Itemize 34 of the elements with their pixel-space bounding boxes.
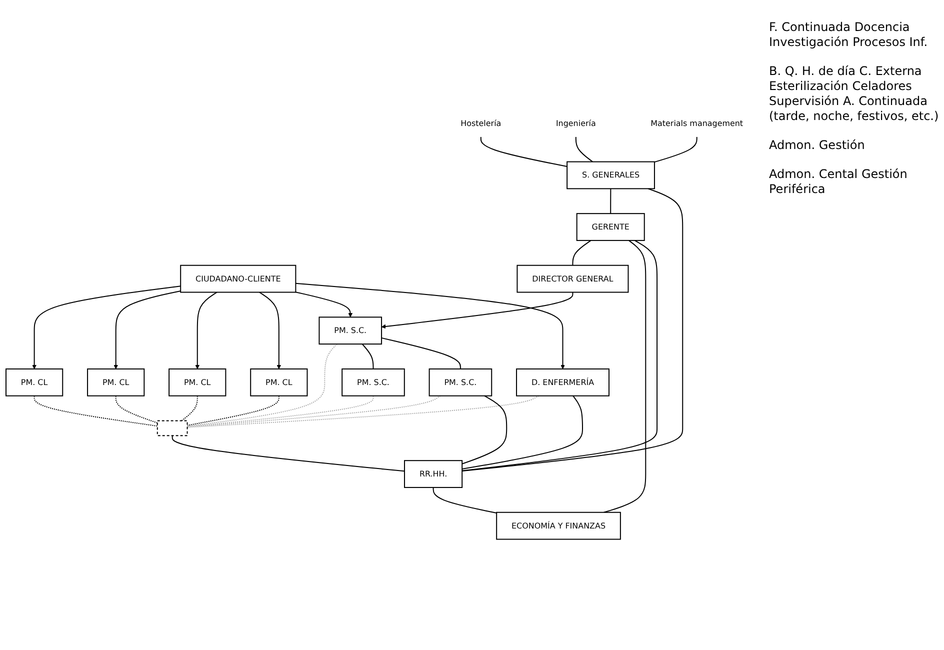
connector — [186, 396, 441, 428]
node-box — [156, 420, 188, 437]
connector — [381, 338, 461, 370]
connector — [462, 396, 584, 470]
connector — [186, 396, 374, 428]
connector — [186, 396, 280, 426]
arrow — [114, 290, 182, 370]
note-text: B. Q. H. de día C. Externa Esterilización Celadores Supervisión A. Continuada (tarde, noche, festivos, etc.) — [769, 64, 939, 124]
connector — [654, 136, 698, 163]
note-text: Admon. Cental Gestión Periférica — [769, 167, 908, 197]
arrow — [295, 283, 565, 370]
arrow — [295, 292, 353, 318]
connector — [462, 240, 658, 472]
connector — [34, 396, 158, 427]
connector — [462, 188, 684, 472]
arrow — [381, 292, 574, 330]
connector — [362, 344, 374, 370]
connector — [575, 136, 594, 163]
arrow — [32, 286, 182, 370]
note-text: Admon. Gestión — [769, 138, 866, 153]
arrow — [258, 292, 282, 370]
connector — [115, 396, 158, 424]
arrow — [195, 292, 218, 370]
connector — [186, 396, 540, 428]
connector — [181, 396, 198, 422]
note-text: F. Continuada Docencia Investigación Procesos Inf. — [769, 20, 929, 50]
connector — [186, 344, 338, 428]
connector — [432, 487, 498, 514]
connector — [480, 136, 568, 168]
connector — [572, 240, 592, 266]
connector — [462, 396, 508, 465]
connector — [172, 436, 405, 472]
connector — [610, 188, 612, 214]
connector — [603, 240, 646, 514]
